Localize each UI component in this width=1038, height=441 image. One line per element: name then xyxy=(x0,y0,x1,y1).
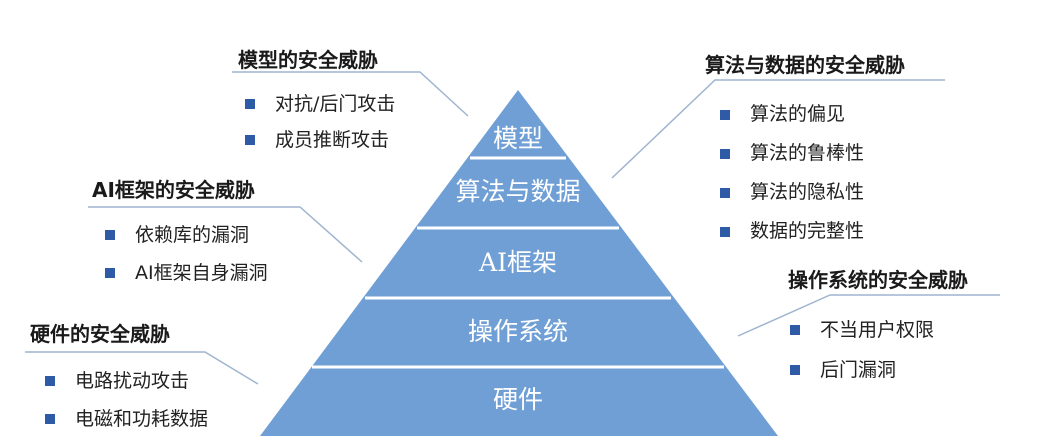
layer-hardware: 硬件 xyxy=(493,385,543,414)
list-item: AI框架自身漏洞 xyxy=(105,254,268,292)
connector-algo xyxy=(611,79,945,179)
connector-hardware xyxy=(25,351,259,385)
list-item: 成员推断攻击 xyxy=(245,122,395,158)
callout-list-os: 不当用户权限 后门漏洞 xyxy=(790,310,934,390)
pyramid-shape xyxy=(260,90,778,436)
list-item: 依赖库的漏洞 xyxy=(105,216,268,254)
callout-list-ai-framework: 依赖库的漏洞 AI框架自身漏洞 xyxy=(105,216,268,292)
list-item-text: 算法的隐私性 xyxy=(750,181,865,203)
list-item-text: 对抗/后门攻击 xyxy=(275,93,396,115)
list-item: 电磁和功耗数据 xyxy=(45,400,208,438)
callout-list-model: 对抗/后门攻击 成员推断攻击 xyxy=(245,86,395,158)
list-item: 对抗/后门攻击 xyxy=(245,86,395,122)
list-item: 算法的鲁棒性 xyxy=(720,134,864,173)
callout-title-hardware: 硬件的安全威胁 xyxy=(30,322,170,346)
list-item-text: 电路扰动攻击 xyxy=(75,370,190,392)
connector-model xyxy=(232,71,469,117)
bullet-icon xyxy=(720,226,730,237)
list-item-text: 成员推断攻击 xyxy=(275,129,390,151)
list-item-text: AI框架自身漏洞 xyxy=(135,262,268,284)
layer-model: 模型 xyxy=(493,124,543,153)
layer-ai-framework: AI框架 xyxy=(478,248,557,277)
bullet-icon xyxy=(105,230,115,240)
list-item-text: 依赖库的漏洞 xyxy=(135,224,250,246)
list-item: 后门漏洞 xyxy=(790,350,934,390)
bullet-icon xyxy=(45,414,55,424)
bullet-icon xyxy=(720,109,730,120)
callout-title-os: 操作系统的安全威胁 xyxy=(788,268,968,292)
list-item-text: 电磁和功耗数据 xyxy=(75,408,209,430)
connector-os xyxy=(737,294,1000,337)
connector-framework xyxy=(88,206,363,263)
list-item-text: 数据的完整性 xyxy=(750,220,865,242)
bullet-icon xyxy=(245,135,255,145)
bullet-icon xyxy=(245,99,255,109)
callout-list-algo-data: 算法的偏见 算法的鲁棒性 算法的隐私性 数据的完整性 xyxy=(720,95,864,251)
bullet-icon xyxy=(45,376,55,386)
layer-os: 操作系统 xyxy=(468,317,568,346)
bullet-icon xyxy=(105,268,115,278)
bullet-icon xyxy=(790,325,800,335)
callout-title-ai-framework: AI框架的安全威胁 xyxy=(92,178,255,202)
layer-separators xyxy=(312,156,724,369)
connectors xyxy=(25,71,1000,385)
list-item: 算法的偏见 xyxy=(720,95,864,134)
list-item-text: 后门漏洞 xyxy=(820,359,897,381)
list-item-text: 算法的鲁棒性 xyxy=(750,142,865,164)
list-item: 电路扰动攻击 xyxy=(45,362,208,400)
callout-title-algo-data: 算法与数据的安全威胁 xyxy=(705,53,905,77)
list-item: 不当用户权限 xyxy=(790,310,934,350)
bullet-icon xyxy=(720,148,730,159)
callout-title-model: 模型的安全威胁 xyxy=(238,48,378,72)
callout-list-hardware: 电路扰动攻击 电磁和功耗数据 xyxy=(45,362,208,438)
list-item: 算法的隐私性 xyxy=(720,173,864,212)
bullet-icon xyxy=(720,187,730,198)
list-item: 数据的完整性 xyxy=(720,212,864,251)
list-item-text: 不当用户权限 xyxy=(820,319,935,341)
layer-algo-data: 算法与数据 xyxy=(455,177,580,206)
list-item-text: 算法的偏见 xyxy=(750,103,846,125)
bullet-icon xyxy=(790,365,800,375)
